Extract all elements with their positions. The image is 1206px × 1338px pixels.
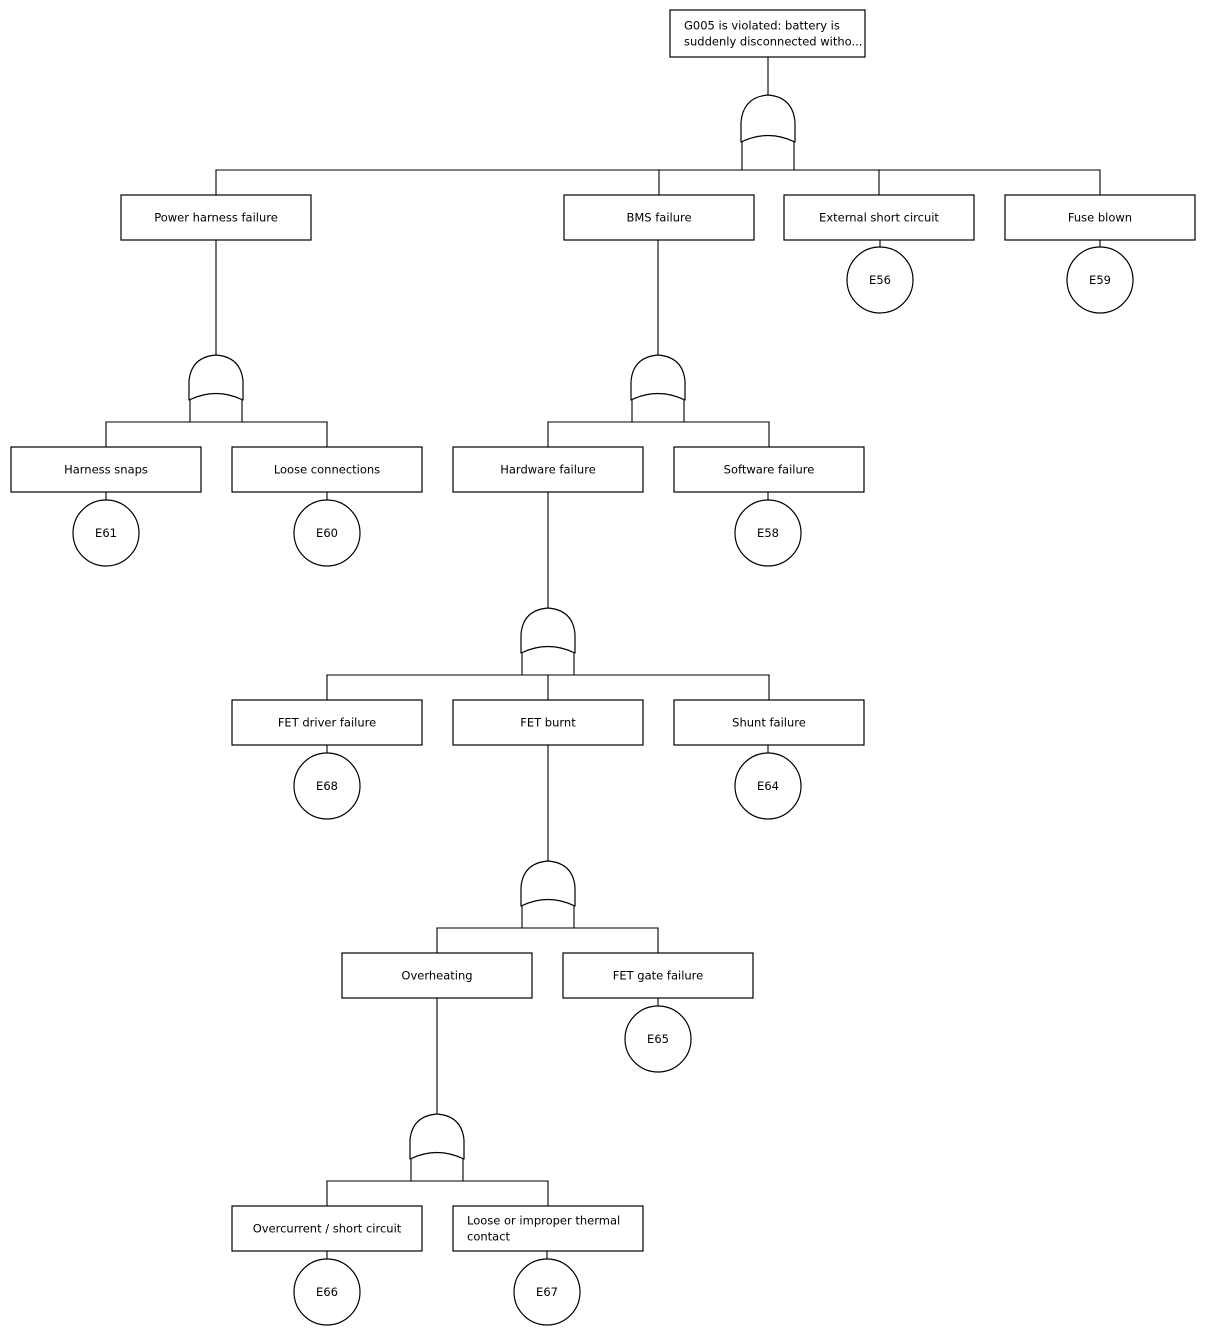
fault-tree-node-harness-snaps[interactable]: Harness snaps (10, 446, 202, 493)
node-label: G005 is violated: battery is (684, 19, 840, 33)
node-label: Overheating (401, 969, 472, 983)
node-label: suddenly disconnected witho... (684, 35, 862, 49)
node-label: FET driver failure (278, 716, 376, 730)
basic-event-label: E67 (536, 1285, 558, 1299)
fault-tree-node-power-harness-failure[interactable]: Power harness failure (120, 194, 312, 241)
or-gate-power-harness-failure (188, 354, 244, 401)
node-layer: G005 is violated: battery is suddenly dis… (10, 9, 1196, 1252)
basic-event-circle[interactable] (1066, 246, 1134, 314)
basic-event-E59[interactable]: E59 (1066, 246, 1134, 314)
basic-event-E67[interactable]: E67 (513, 1258, 581, 1326)
fault-tree-node-hardware-failure[interactable]: Hardware failure (452, 446, 644, 493)
node-label: Harness snaps (64, 463, 148, 477)
connector-layer (105, 56, 1101, 1260)
node-box[interactable] (120, 194, 312, 241)
node-box[interactable] (673, 699, 865, 746)
or-gate-overheating (409, 1113, 465, 1160)
fault-tree-node-fet-driver-failure[interactable]: FET driver failure (231, 699, 423, 746)
node-label: Power harness failure (154, 211, 278, 225)
basic-event-circle[interactable] (293, 752, 361, 820)
node-label: contact (467, 1230, 511, 1244)
basic-event-circle[interactable] (734, 752, 802, 820)
fault-tree-node-fet-burnt[interactable]: FET burnt (452, 699, 644, 746)
basic-event-E58[interactable]: E58 (734, 499, 802, 567)
node-label: Fuse blown (1068, 211, 1132, 225)
basic-event-circle[interactable] (734, 499, 802, 567)
or-gate-fet-burnt (520, 860, 576, 907)
node-box[interactable] (1004, 194, 1196, 241)
node-box[interactable] (10, 446, 202, 493)
gate-layer (188, 94, 796, 1160)
fault-tree-node-bms-failure[interactable]: BMS failure (563, 194, 755, 241)
node-label: FET gate failure (613, 969, 703, 983)
basic-event-circle[interactable] (513, 1258, 581, 1326)
fault-tree-node-shunt-failure[interactable]: Shunt failure (673, 699, 865, 746)
or-gate-hardware-failure (520, 607, 576, 654)
basic-event-label: E59 (1089, 273, 1111, 287)
basic-event-label: E58 (757, 526, 779, 540)
node-label: BMS failure (626, 211, 691, 225)
node-box[interactable] (669, 9, 866, 58)
node-box[interactable] (452, 699, 644, 746)
node-box[interactable] (341, 952, 533, 999)
fault-tree-node-software-failure[interactable]: Software failure (673, 446, 865, 493)
fault-tree-node-fuse-blown[interactable]: Fuse blown (1004, 194, 1196, 241)
node-label: Shunt failure (732, 716, 806, 730)
fault-tree-node-fet-gate-failure[interactable]: FET gate failure (562, 952, 754, 999)
basic-event-label: E60 (316, 526, 338, 540)
node-box[interactable] (452, 446, 644, 493)
fault-tree-node-external-short-circuit[interactable]: External short circuit (783, 194, 975, 241)
basic-event-circle[interactable] (293, 1258, 361, 1326)
basic-event-label: E61 (95, 526, 117, 540)
fault-tree-node-overheating[interactable]: Overheating (341, 952, 533, 999)
node-label: Loose connections (274, 463, 380, 477)
node-box[interactable] (562, 952, 754, 999)
fault-tree-node-loose-connections[interactable]: Loose connections (231, 446, 423, 493)
basic-event-label: E66 (316, 1285, 338, 1299)
basic-event-label: E68 (316, 779, 338, 793)
basic-event-label: E65 (647, 1032, 669, 1046)
node-label: FET burnt (520, 716, 576, 730)
basic-event-circle[interactable] (624, 1005, 692, 1073)
node-box[interactable] (231, 1205, 423, 1252)
basic-event-E68[interactable]: E68 (293, 752, 361, 820)
node-label: External short circuit (819, 211, 939, 225)
basic-event-label: E64 (757, 779, 779, 793)
basic-event-E60[interactable]: E60 (293, 499, 361, 567)
basic-event-E66[interactable]: E66 (293, 1258, 361, 1326)
basic-event-label: E56 (869, 273, 891, 287)
node-box[interactable] (452, 1205, 644, 1252)
node-label: Software failure (724, 463, 815, 477)
fault-tree-node-root[interactable]: G005 is violated: battery is suddenly dis… (669, 9, 866, 58)
node-box[interactable] (231, 699, 423, 746)
node-box[interactable] (231, 446, 423, 493)
basic-event-E65[interactable]: E65 (624, 1005, 692, 1073)
node-label: Overcurrent / short circuit (253, 1222, 402, 1236)
node-box[interactable] (563, 194, 755, 241)
node-label: Loose or improper thermal (467, 1214, 620, 1228)
node-box[interactable] (783, 194, 975, 241)
node-label: Hardware failure (500, 463, 596, 477)
or-gate-bms-failure (630, 354, 686, 401)
basic-event-circle[interactable] (293, 499, 361, 567)
fault-tree-node-overcurrent-short-circuit[interactable]: Overcurrent / short circuit (231, 1205, 423, 1252)
basic-event-E61[interactable]: E61 (72, 499, 140, 567)
fault-tree-node-loose-or-improper-thermal-contact[interactable]: Loose or improper thermal contact (452, 1205, 644, 1252)
or-gate-root (740, 94, 796, 143)
node-box[interactable] (673, 446, 865, 493)
basic-event-circle[interactable] (846, 246, 914, 314)
basic-event-circle[interactable] (72, 499, 140, 567)
basic-event-E64[interactable]: E64 (734, 752, 802, 820)
basic-event-E56[interactable]: E56 (846, 246, 914, 314)
